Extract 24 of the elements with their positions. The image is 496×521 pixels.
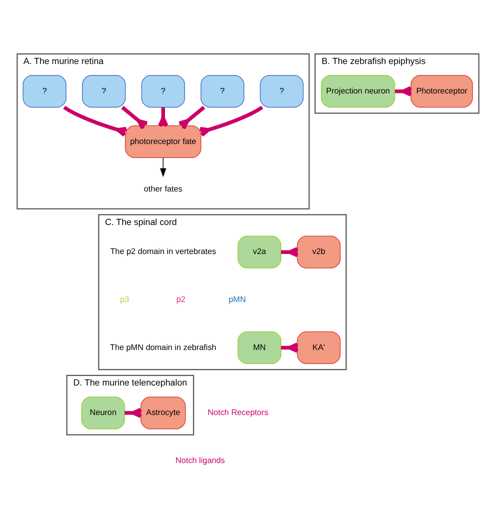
node-box: v2b xyxy=(296,235,341,268)
node-text: other fates xyxy=(144,184,182,194)
node-box: Projection neuron xyxy=(321,74,396,108)
node-box: ? xyxy=(82,74,126,108)
node-box: MN xyxy=(238,330,282,364)
label: p3 xyxy=(120,294,130,304)
node-box: ? xyxy=(200,74,244,108)
node-box: ? xyxy=(141,74,186,108)
label: The p2 domain in vertebrates xyxy=(110,246,216,256)
node-box: Astrocyte xyxy=(140,396,186,429)
label: p2 xyxy=(176,294,186,304)
node-box: Neuron xyxy=(81,396,125,429)
node-box: Photoreceptor xyxy=(410,74,473,108)
node-box: ? xyxy=(260,74,304,108)
label: The pMN domain in zebrafish xyxy=(110,342,216,352)
legend-label: Notch ligands xyxy=(176,455,225,464)
arrow xyxy=(160,157,166,177)
label: pMN xyxy=(228,294,246,304)
node-box: v2a xyxy=(238,235,282,268)
node-box: ? xyxy=(22,74,66,108)
node-box: KA' xyxy=(296,330,341,364)
connector xyxy=(178,105,206,130)
node-box: photoreceptor fate xyxy=(125,124,202,158)
legend-label: Notch Receptors xyxy=(208,407,268,416)
